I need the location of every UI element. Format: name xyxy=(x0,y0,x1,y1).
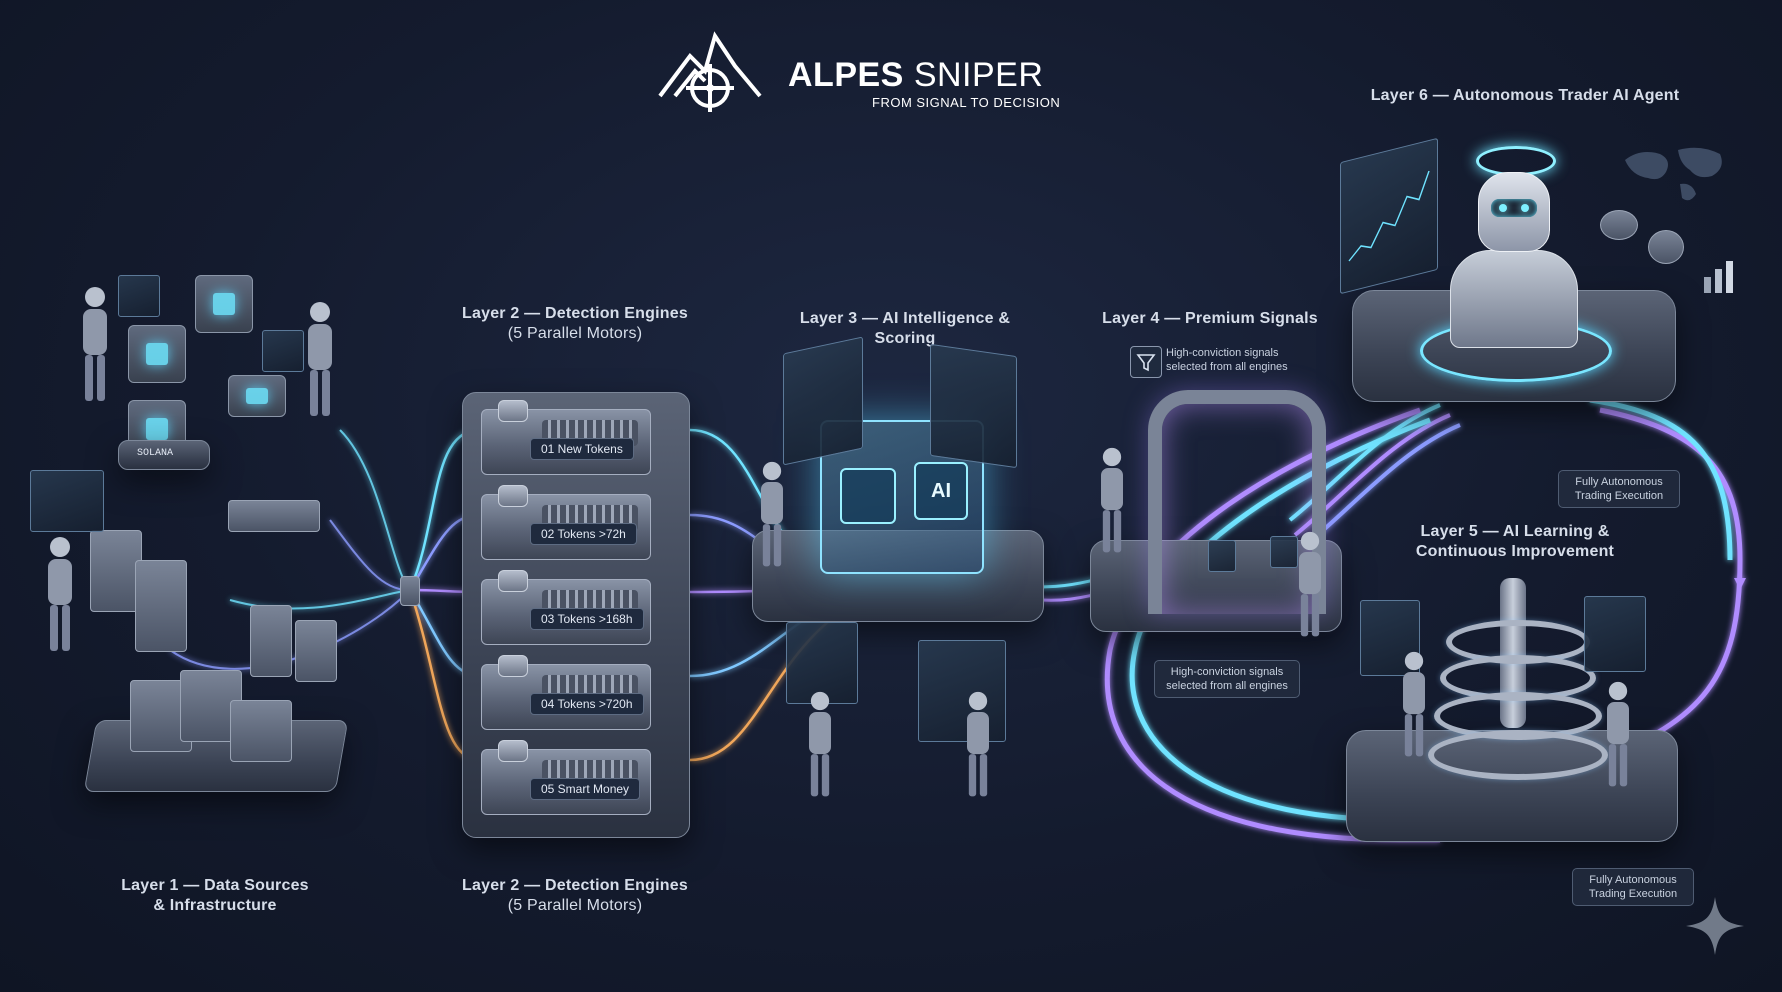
exec-note-top: Fully Autonomous Trading Execution xyxy=(1558,470,1680,508)
layer1-title: Layer 1 — Data Sources xyxy=(121,877,309,894)
bar-chart-icon xyxy=(1704,261,1733,293)
signal-score-panel xyxy=(930,343,1017,469)
layer1-label: Layer 1 — Data Sources & Infrastructure xyxy=(110,876,320,916)
layer6-title: Layer 6 — Autonomous Trader AI Agent xyxy=(1370,87,1680,104)
connection-hub xyxy=(400,576,420,606)
monitor-screen xyxy=(30,470,104,532)
robot-figure-icon xyxy=(967,691,989,797)
ai-chip: AI xyxy=(914,462,968,520)
layer4-label: Layer 4 — Premium Signals xyxy=(1100,309,1320,329)
world-map-icon xyxy=(1625,147,1722,201)
learning-chart-screen xyxy=(1584,596,1646,672)
coin-stack-icon xyxy=(1600,210,1638,240)
layer2-bottom-label: Layer 2 — Detection Engines (5 Parallel … xyxy=(460,876,690,916)
layer5-title: Layer 5 — AI Learning & xyxy=(1420,523,1610,540)
filter-icon xyxy=(1130,346,1162,378)
sparkle-icon xyxy=(1686,897,1744,955)
signals-note-top: High-conviction signals selected from al… xyxy=(1166,347,1288,373)
layer2-bottom-subtitle: (5 Parallel Motors) xyxy=(507,897,643,914)
solana-node-base: SOLANA xyxy=(118,440,210,470)
brand-tagline: FROM SIGNAL TO DECISION xyxy=(872,95,1061,110)
server-rack xyxy=(295,620,337,682)
spiral-ring xyxy=(1428,730,1608,780)
robot-figure-icon xyxy=(83,287,107,401)
signals-gate xyxy=(1148,390,1326,614)
alpes-sniper-logo-icon xyxy=(658,31,762,112)
data-node-cube xyxy=(128,325,186,383)
ai-engine-status-panel xyxy=(783,336,863,466)
layer2-top-title: Layer 2 — Detection Engines xyxy=(462,305,688,322)
robot-figure-icon xyxy=(1299,531,1321,637)
data-node-cube xyxy=(228,375,286,417)
learning-loop-lines xyxy=(1104,397,1746,843)
layer6-label: Layer 6 — Autonomous Trader AI Agent xyxy=(1360,86,1690,106)
robot-figure-icon xyxy=(1607,681,1629,787)
layer2-top-subtitle: (5 Parallel Motors) xyxy=(507,325,643,342)
server-rack xyxy=(230,700,292,762)
agent-robot-head xyxy=(1478,172,1550,252)
monitor-screen xyxy=(262,330,304,372)
analytics-screen xyxy=(786,622,858,704)
analytics-screen xyxy=(918,640,1006,742)
brain-chip-icon xyxy=(840,468,896,524)
robot-figure-icon xyxy=(809,691,831,797)
server-rack xyxy=(135,560,187,652)
brand-name-bold: ALPES xyxy=(788,56,904,94)
kiosk-screen xyxy=(1208,540,1236,572)
robot-figure-icon xyxy=(1101,447,1123,553)
layer4-title: Layer 4 — Premium Signals xyxy=(1102,310,1318,327)
exec-note-bottom: Fully Autonomous Trading Execution xyxy=(1572,868,1694,906)
layer3-title: Layer 3 — AI Intelligence & Scoring xyxy=(799,310,1011,347)
layer2-top-label: Layer 2 — Detection Engines (5 Parallel … xyxy=(460,304,690,344)
robot-figure-icon xyxy=(1403,651,1425,757)
engine-tag-02: 02 Tokens >72h xyxy=(530,523,637,545)
layer1-subtitle: & Infrastructure xyxy=(153,897,277,914)
layer3-label: Layer 3 — AI Intelligence & Scoring xyxy=(770,309,1040,349)
agent-robot-body xyxy=(1450,250,1578,348)
trading-chart-screen xyxy=(1340,137,1438,295)
coin-stack-icon xyxy=(1648,230,1684,264)
signals-note-bottom: High-conviction signals selected from al… xyxy=(1154,660,1300,698)
brand-name-thin: SNIPER xyxy=(913,56,1044,94)
robot-figure-icon xyxy=(48,537,72,651)
solana-label: SOLANA xyxy=(137,448,174,459)
layer5-label: Layer 5 — AI Learning & Continuous Impro… xyxy=(1395,522,1635,562)
engine-tag-04: 04 Tokens >720h xyxy=(530,693,644,715)
engine-tag-05: 05 Smart Money xyxy=(530,778,641,800)
server-rack xyxy=(250,605,292,677)
engine-tag-03: 03 Tokens >168h xyxy=(530,608,644,630)
kiosk-screen xyxy=(1270,536,1298,568)
layer5-subtitle: Continuous Improvement xyxy=(1415,543,1615,560)
network-switch xyxy=(228,500,320,532)
layer2-bottom-title: Layer 2 — Detection Engines xyxy=(462,877,688,894)
robot-figure-icon xyxy=(761,461,783,567)
engine-tag-01: 01 New Tokens xyxy=(530,438,634,460)
robot-figure-icon xyxy=(308,302,332,416)
monitor-screen xyxy=(118,275,160,317)
data-node-cube xyxy=(195,275,253,333)
server-rack xyxy=(90,530,142,612)
brand-name: ALPES SNIPER xyxy=(788,56,1043,95)
